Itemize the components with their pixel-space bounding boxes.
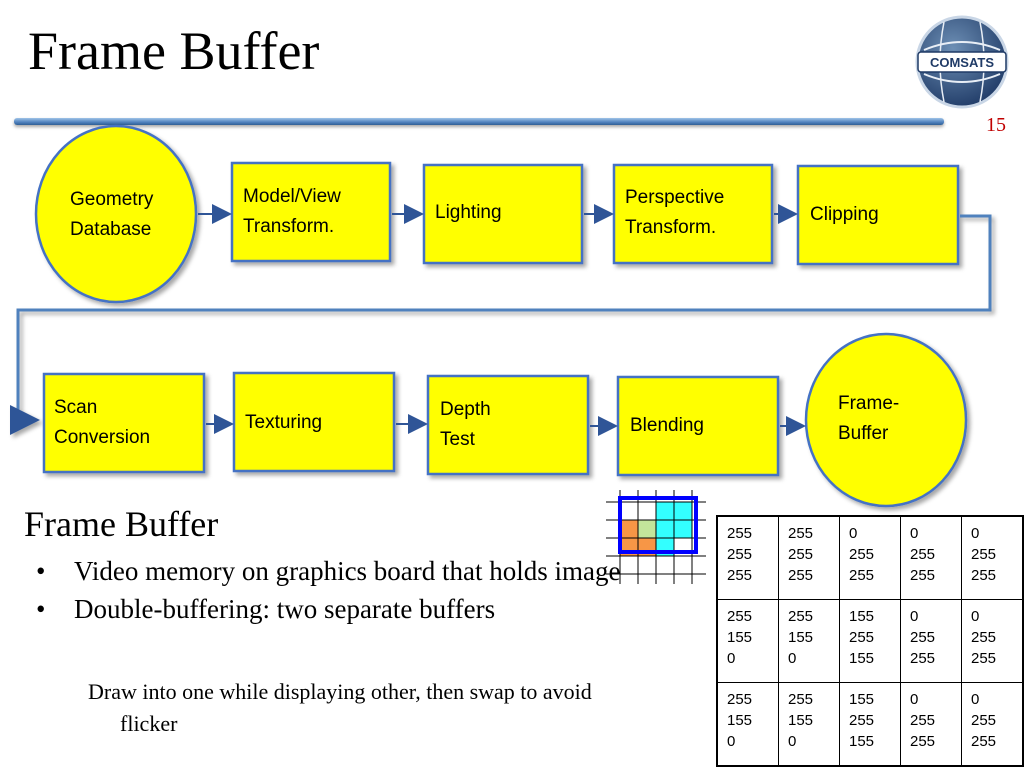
depth-test-node (426, 374, 590, 476)
texturing-label: Texturing (245, 412, 323, 433)
bullet-marker: • (36, 594, 46, 624)
model-view-label: Model/View Transform. (243, 186, 341, 237)
bullet-list: • Video memory on graphics board that ho… (30, 552, 630, 628)
bullet-marker: • (36, 556, 46, 586)
perspective-label: Perspective Transform. (625, 187, 725, 238)
clipping-label: Clipping (810, 204, 879, 225)
logo-text: COMSATS (930, 55, 994, 70)
slide-title: Frame Buffer (28, 21, 320, 81)
bullet-text: Double-buffering: two separate buffers (74, 594, 496, 624)
frame-buffer-label: Frame- Buffer (838, 393, 900, 444)
connector-clipping-to-scan (10, 214, 992, 435)
pixel-highlight-box (618, 496, 698, 554)
bullet-item: • Double-buffering: two separate buffers (30, 590, 630, 628)
geometry-database-node (34, 124, 198, 304)
section-heading: Frame Buffer (24, 504, 219, 544)
sub-bullet-text: Draw into one while displaying other, th… (88, 679, 592, 736)
texturing-node (232, 371, 396, 473)
clipping-node (796, 164, 960, 266)
scan-conversion-node (42, 372, 206, 474)
frame-buffer-node (804, 332, 968, 508)
blending-label: Blending (630, 415, 704, 436)
lighting-node (422, 163, 584, 265)
perspective-node (612, 163, 774, 265)
model-view-node (230, 161, 392, 263)
title-divider (14, 118, 944, 125)
bullet-text: Video memory on graphics board that hold… (74, 556, 621, 586)
depth-test-label: Depth Test (440, 399, 491, 450)
lighting-label: Lighting (435, 202, 502, 223)
scan-conversion-label: Scan Conversion (54, 397, 151, 448)
page-number: 15 (986, 114, 1006, 136)
comsats-logo: COMSATS (915, 15, 1009, 109)
bullet-item: • Video memory on graphics board that ho… (30, 552, 630, 590)
geometry-database-label: Geometry Database (70, 189, 154, 240)
pixel-grid-illustration (606, 490, 706, 584)
blending-node (616, 375, 780, 477)
